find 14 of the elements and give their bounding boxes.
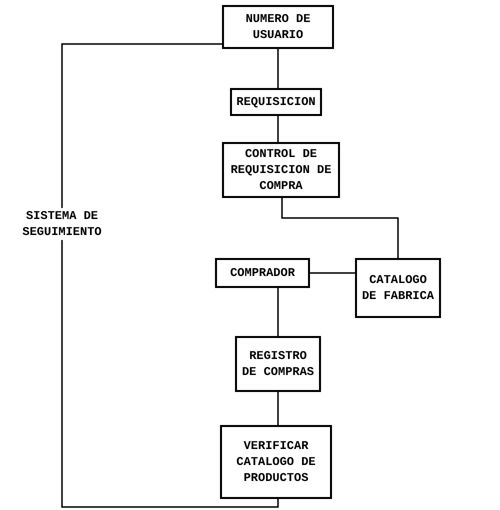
process-box: REQUISICION: [230, 88, 322, 116]
process-box: VERIFICAR CATALOGO DE PRODUCTOS: [220, 425, 332, 499]
connector-line: [277, 116, 279, 142]
connector-line: [277, 49, 279, 88]
connector-line: [277, 392, 279, 425]
process-box: NUMERO DE USUARIO: [222, 5, 334, 49]
process-box: CATALOGO DE FABRICA: [355, 258, 441, 318]
process-box: COMPRADOR: [215, 258, 310, 288]
connector-line: [277, 288, 279, 336]
connector-line: [281, 198, 399, 258]
process-box: CONTROL DE REQUISICION DE COMPRA: [222, 142, 340, 198]
connector-line: [61, 43, 279, 508]
process-box: REGISTRO DE COMPRAS: [235, 336, 321, 392]
connector-line: [310, 272, 355, 274]
